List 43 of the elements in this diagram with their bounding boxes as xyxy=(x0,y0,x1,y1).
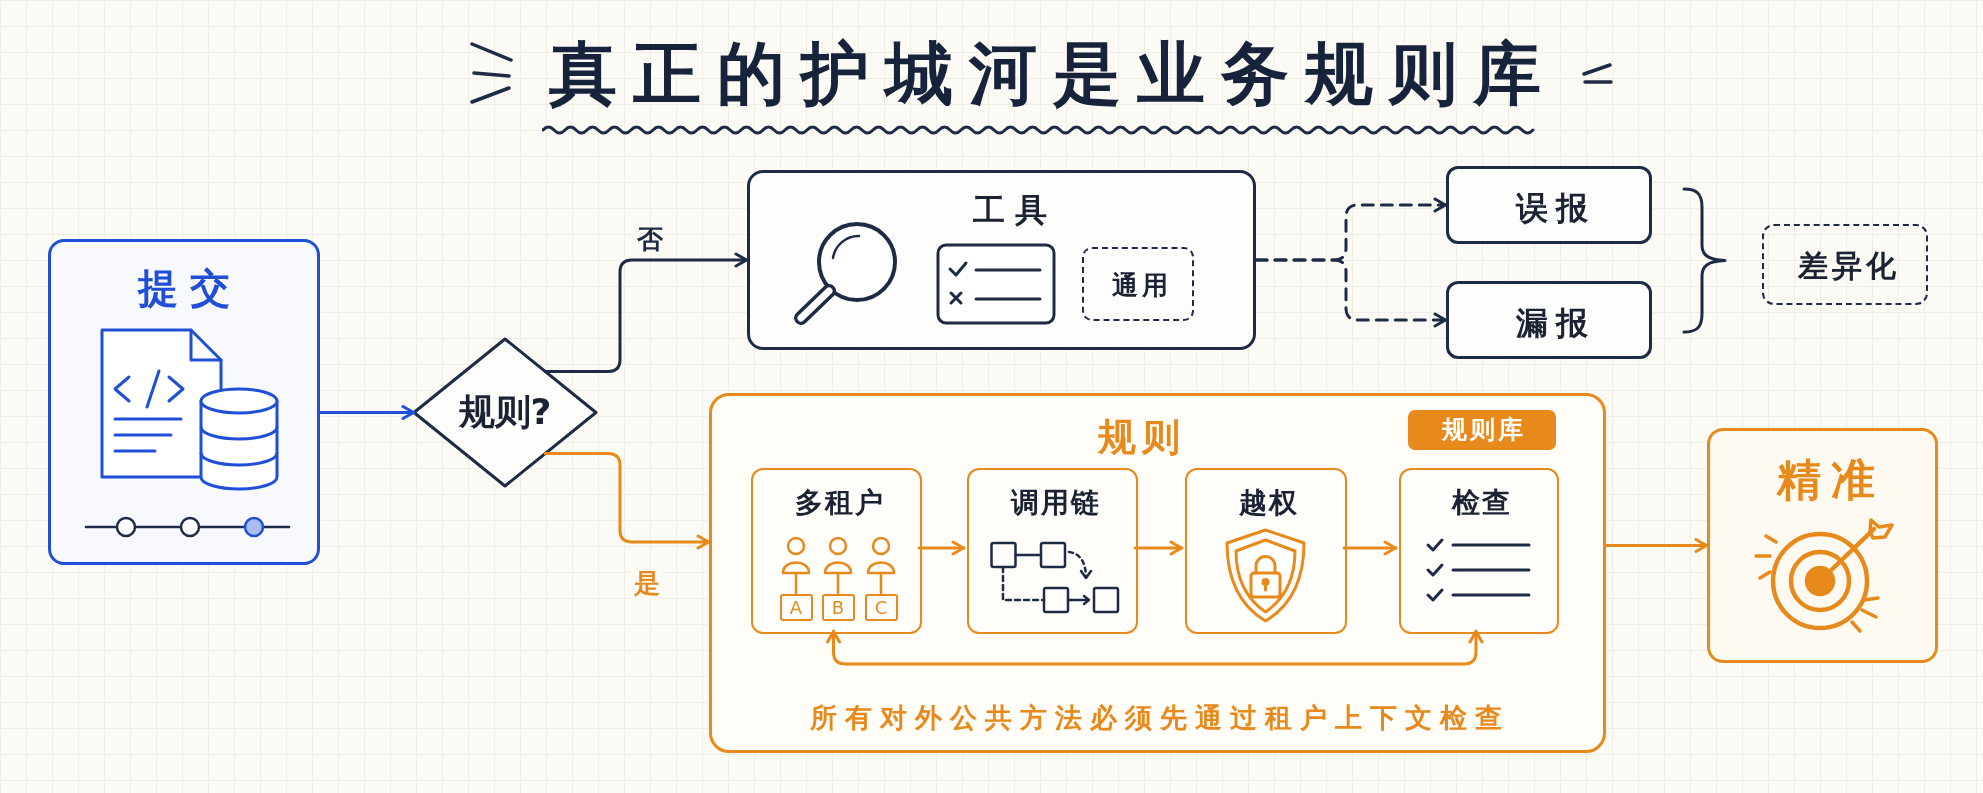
box-label: 误报 xyxy=(1516,188,1596,228)
double-arrow xyxy=(826,629,1484,666)
tag-text: 通用 xyxy=(1112,270,1172,302)
page-title: 真正的护城河是业务规则库 xyxy=(549,34,1557,114)
arrow xyxy=(543,452,711,550)
submit-card xyxy=(48,239,320,565)
filled-badge xyxy=(1408,410,1556,450)
arrow xyxy=(917,540,966,556)
dashed-arrow xyxy=(1254,258,1448,328)
edge-label: 是 xyxy=(631,569,663,599)
dashed-tag xyxy=(1082,247,1194,321)
card-title: 越权 xyxy=(1239,486,1299,520)
tenant-tag: A xyxy=(779,594,813,621)
tenant-tag: C xyxy=(864,594,898,621)
arrow xyxy=(1133,540,1184,556)
rule-description: 所有对外公共方法必须先通过租户上下文检查 xyxy=(810,701,1510,735)
panel-title: 工具 xyxy=(973,190,1057,230)
step-card xyxy=(1399,468,1559,634)
arrow xyxy=(1604,538,1709,553)
result-box xyxy=(1446,166,1652,244)
result-box xyxy=(1446,281,1652,359)
arrow xyxy=(318,405,416,420)
tenant-tag: B xyxy=(821,594,855,621)
card-title: 提交 xyxy=(138,264,242,312)
arrow xyxy=(1342,540,1398,556)
rules-panel xyxy=(709,393,1606,753)
step-card xyxy=(1185,468,1347,634)
card-title: 精准 xyxy=(1776,453,1885,507)
panel-title: 规则 xyxy=(1098,415,1186,461)
step-card xyxy=(751,468,922,634)
tag-text: 差异化 xyxy=(1798,248,1900,284)
arrow xyxy=(543,252,749,373)
card-title: 多租户 xyxy=(794,486,885,520)
box-label: 漏报 xyxy=(1516,303,1596,343)
badge-text: 规则库 xyxy=(1441,415,1526,445)
result-card xyxy=(1707,428,1938,663)
step-card xyxy=(967,468,1138,634)
edge-label: 否 xyxy=(634,225,666,255)
decision-label: 规则? xyxy=(458,390,552,434)
card-title: 检查 xyxy=(1452,486,1512,520)
tool-panel xyxy=(747,170,1256,350)
dashed-tag xyxy=(1762,224,1928,305)
card-title: 调用链 xyxy=(1010,486,1101,520)
